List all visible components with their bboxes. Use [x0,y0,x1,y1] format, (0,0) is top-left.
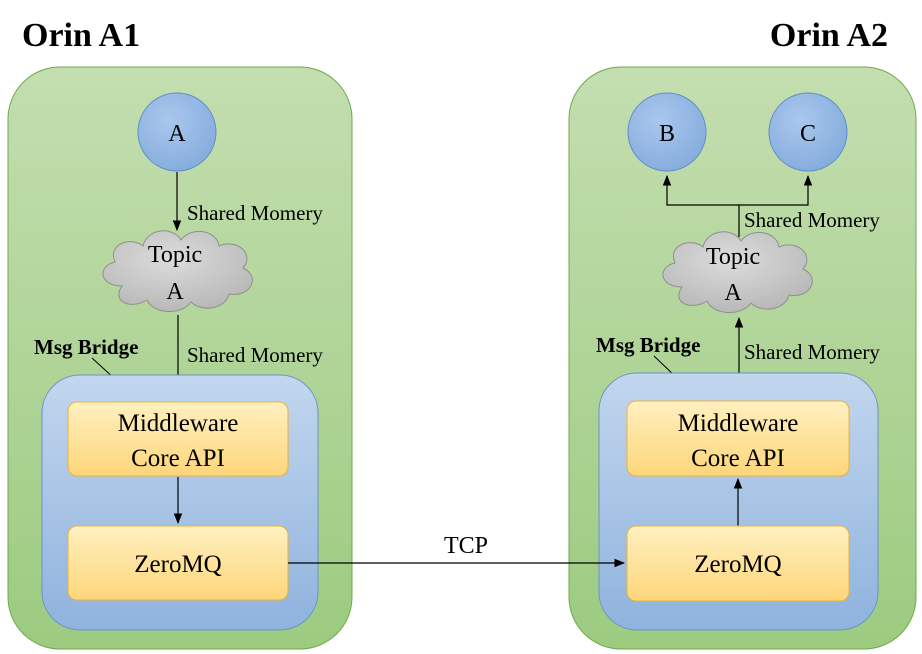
host-title-a1: Orin A1 [22,17,140,54]
edge-topic-to-node-c [739,174,813,206]
edge-label-shared-memory-2: Shared Momery [187,343,323,367]
msg-bridge-label-a2: Msg Bridge [596,333,700,357]
topic-label-line2-a1: A [166,279,184,305]
tcp-link-label: TCP [444,533,488,559]
host-orin-a2: Orin A2 B C Shared Momery Topic A Shared… [568,17,917,650]
zeromq-label-a1: ZeroMQ [134,551,221,578]
topic-label-line1-a1: Topic [148,242,202,268]
topic-label-line2-a2: A [724,280,742,306]
zeromq-label-a2: ZeroMQ [694,551,781,578]
node-b-label: B [659,121,675,147]
host-orin-a1: Orin A1 A Shared Momery Topic A Shared M… [7,17,353,650]
host-title-a2: Orin A2 [770,17,888,54]
node-c-label: C [800,121,816,147]
middleware-label-line1-a2: Middleware [678,410,799,437]
edge-label-shared-memory-4: Shared Momery [744,340,880,364]
edge-topic-to-node-b [662,174,740,237]
zeromq-box-a2[interactable] [626,525,850,602]
edge-label-shared-memory-1: Shared Momery [187,201,323,225]
node-a[interactable] [137,92,217,172]
msg-bridge-label-a1: Msg Bridge [34,335,138,359]
middleware-box-a1[interactable] [67,401,289,477]
middleware-label-line2-a1: Core API [131,445,225,472]
node-a-label: A [168,121,186,147]
node-b[interactable] [627,92,707,172]
middleware-box-a2[interactable] [626,400,850,477]
node-c[interactable] [768,92,848,172]
middleware-label-line2-a2: Core API [691,445,785,472]
edge-label-shared-memory-3: Shared Momery [744,208,880,232]
middleware-label-line1-a1: Middleware [118,410,239,437]
topic-label-line1-a2: Topic [706,244,760,270]
